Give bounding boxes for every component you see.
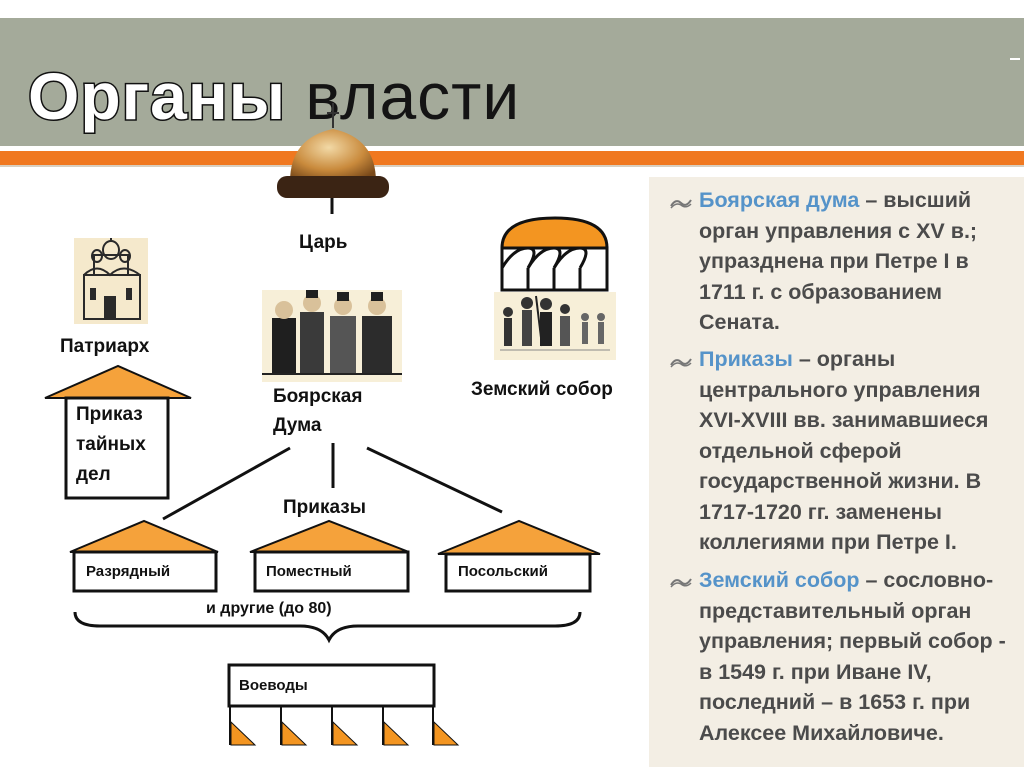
- accent-band: [0, 151, 1024, 165]
- secret-affairs-house: [44, 364, 192, 500]
- boyars-picture: [262, 290, 402, 382]
- definition-term: Приказы: [699, 347, 793, 371]
- bullet-icon: [670, 199, 692, 209]
- crown-icon: [277, 103, 389, 198]
- bullet-icon: [670, 358, 692, 368]
- definition-prikazy: Приказы – органы центрального управления…: [699, 344, 1019, 558]
- voevody-label: Воеводы: [239, 677, 308, 694]
- boyar-duma-label-line1: Боярская: [273, 386, 363, 407]
- duma-right-line: [366, 446, 503, 514]
- voevody-box: [227, 663, 436, 708]
- secret-prikaz-label-line2: тайных: [76, 434, 146, 455]
- title-part-1: Органы: [26, 58, 287, 135]
- zemsky-sobor-dome-icon: [500, 216, 609, 292]
- razryadny-house: [69, 519, 219, 593]
- diagram-graphics: [44, 103, 616, 746]
- pomestny-label: Поместный: [266, 563, 352, 580]
- slide-title: Органы власти: [26, 58, 521, 135]
- title-bar: [0, 18, 1024, 146]
- prikazy-label: Приказы: [283, 497, 366, 518]
- posolsky-label: Посольский: [458, 563, 548, 580]
- zemsky-sobor-label: Земский собор: [471, 379, 613, 400]
- definition-term: Земский собор: [699, 568, 860, 592]
- boyar-duma-label-line2: Дума: [273, 415, 322, 436]
- voevody-subunits: [229, 706, 460, 746]
- pomestny-house: [249, 519, 410, 593]
- definition-text: – высший орган управления с XV в.; упраз…: [699, 188, 978, 334]
- secret-prikaz-label-line1: Приказ: [76, 404, 143, 425]
- corner-mark: [1010, 58, 1020, 60]
- tsar-label: Царь: [299, 232, 348, 253]
- definition-text: – органы центрального управления XVI-XVI…: [699, 347, 989, 554]
- definition-term: Боярская дума: [699, 188, 860, 212]
- grouping-brace: [73, 611, 582, 644]
- power-structure-diagram: Царь Патриарх Боярская Дума Земский собо…: [44, 103, 616, 746]
- duma-left-line: [162, 446, 291, 521]
- secret-prikaz-label-line3: дел: [76, 464, 111, 485]
- razryadny-label: Разрядный: [86, 563, 171, 580]
- definition-boyar-duma: Боярская дума – высший орган управления …: [699, 185, 1019, 338]
- definition-zemsky-sobor: Земский собор – сословно-представительны…: [699, 565, 1019, 748]
- assembly-picture: [494, 292, 616, 360]
- definition-text: – сословно-представительный орган управл…: [699, 568, 1006, 745]
- posolsky-house: [437, 519, 601, 593]
- others-label: и другие (до 80): [206, 600, 332, 617]
- cathedral-icon: [74, 238, 148, 324]
- patriarch-label: Патриарх: [60, 336, 150, 357]
- header-gap: [0, 146, 1024, 151]
- bullet-icon: [670, 578, 692, 588]
- definitions-panel: Боярская дума – высший орган управления …: [649, 177, 1024, 767]
- title-part-2: власти: [286, 59, 521, 133]
- accent-underline: [0, 165, 1024, 167]
